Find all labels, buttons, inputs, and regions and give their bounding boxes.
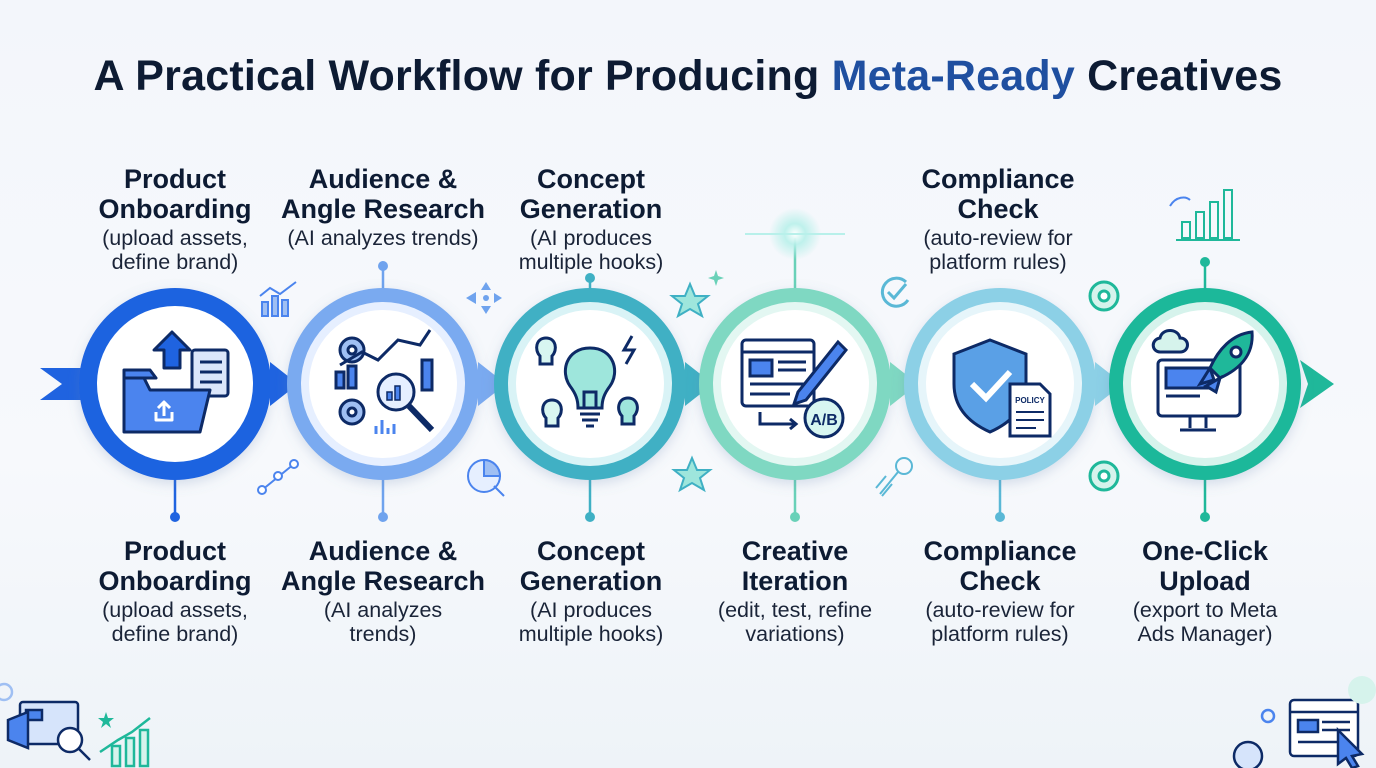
- megaphone-corner-icon: [0, 682, 91, 761]
- check-circle-deco-icon: [880, 276, 910, 308]
- top-label-head: Concept Generation: [519, 164, 663, 224]
- title-part1: A Practical Workflow for Producing: [93, 52, 832, 100]
- top-label-sub: (upload assets, define brand): [102, 226, 248, 274]
- top-label-concept-generation: Concept Generation (AI produces multiple…: [476, 164, 706, 274]
- bottom-label-concept-generation: Concept Generation (AI produces multiple…: [476, 536, 706, 646]
- end-arrow: [1300, 360, 1334, 408]
- bottom-label-sub: (edit, test, refine variations): [717, 598, 873, 646]
- top-label-sub: (AI produces multiple hooks): [518, 226, 664, 274]
- bottom-label-creative-iteration: Creative Iteration (edit, test, refine v…: [680, 536, 910, 646]
- page-title: A Practical Workflow for Producing Meta-…: [0, 52, 1376, 101]
- top-label-compliance-check: Compliance Check (auto-review for platfo…: [883, 164, 1113, 274]
- top-label-head: Audience & Angle Research: [280, 164, 486, 224]
- policy-doc-label: POLICY: [1015, 396, 1045, 405]
- top-label-product-onboarding: Product Onboarding (upload assets, defin…: [60, 164, 290, 274]
- wand-deco-icon: [875, 457, 913, 497]
- bottom-label-sub: (auto-review for platform rules): [925, 598, 1075, 646]
- line-chart-deco-icon: [259, 281, 297, 317]
- upload-folder-icon: [122, 330, 230, 434]
- shield-policy-icon: POLICY: [952, 338, 1052, 438]
- bottom-label-sub: (AI produces multiple hooks): [518, 598, 664, 646]
- connectors: [170, 238, 1210, 522]
- ab-test-label: A/B: [810, 412, 838, 429]
- bottom-label-one-click-upload: One-Click Upload (export to Meta Ads Man…: [1090, 536, 1320, 646]
- bottom-label-head: Compliance Check: [923, 536, 1077, 596]
- top-label-head: Compliance Check: [921, 164, 1075, 224]
- node-link-deco-icon: [257, 459, 299, 495]
- move-arrows-deco-icon: [466, 282, 502, 314]
- pie-chart-deco-icon: [467, 458, 505, 497]
- gear-deco-icons: [1088, 280, 1120, 492]
- top-label-sub: (AI analyzes trends): [287, 226, 479, 250]
- analytics-magnifier-icon: [334, 329, 435, 434]
- growth-chart-corner-icon: [98, 712, 151, 768]
- top-label-sub: (auto-review for platform rules): [923, 226, 1073, 274]
- bottom-label-head: One-Click Upload: [1141, 536, 1269, 596]
- bottom-label-sub: (AI analyzes trends): [323, 598, 443, 646]
- browser-cursor-corner-icon: [1232, 676, 1376, 768]
- rocket-monitor-icon: [1151, 329, 1254, 432]
- bottom-label-head: Audience & Angle Research: [280, 536, 486, 596]
- top-label-head: Product Onboarding: [98, 164, 252, 224]
- title-part2: Creatives: [1074, 52, 1283, 100]
- editor-ab-test-icon: A/B: [740, 338, 849, 439]
- star-deco-icons: [669, 270, 724, 493]
- top-label-audience-research: Audience & Angle Research (AI analyzes t…: [273, 164, 493, 250]
- bottom-label-head: Creative Iteration: [741, 536, 849, 596]
- bottom-label-sub: (export to Meta Ads Manager): [1132, 598, 1278, 646]
- bottom-label-compliance-check: Compliance Check (auto-review for platfo…: [885, 536, 1115, 646]
- bottom-label-audience-research: Audience & Angle Research (AI analyzes t…: [273, 536, 493, 646]
- bottom-label-product-onboarding: Product Onboarding (upload assets, defin…: [60, 536, 290, 646]
- title-accent: Meta-Ready: [831, 52, 1075, 100]
- bar-chart-deco-icon: [1169, 189, 1240, 241]
- bottom-label-head: Product Onboarding: [98, 536, 252, 596]
- bottom-label-sub: (upload assets, define brand): [102, 598, 248, 646]
- lightbulb-icon: [535, 335, 639, 428]
- bottom-label-head: Concept Generation: [519, 536, 663, 596]
